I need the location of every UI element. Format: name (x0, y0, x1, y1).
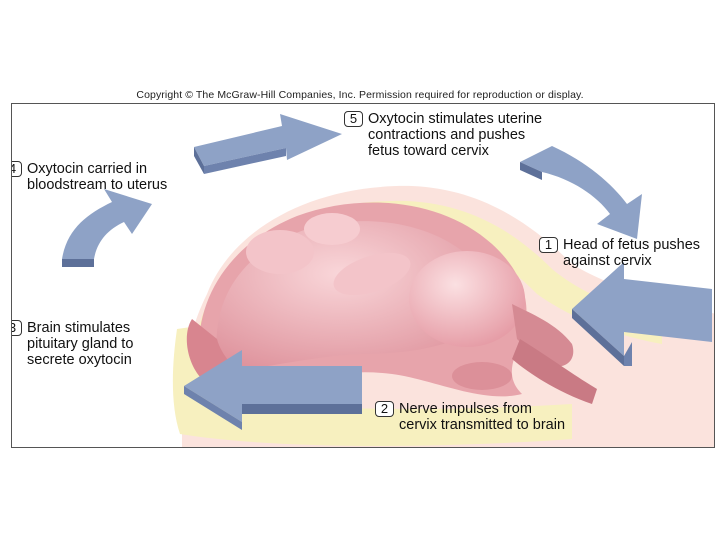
step-3: 3 Brain stimulates pituitary gland to se… (12, 320, 134, 368)
step-text: Head of fetus pushes against cervix (563, 237, 701, 269)
step-number-badge: 5 (344, 111, 363, 127)
step-number-badge: 4 (12, 161, 22, 177)
fetus-leg (304, 213, 360, 245)
arrow-right-top (520, 146, 642, 239)
step-2: 2 Nerve impulses from cervix transmitted… (375, 401, 565, 433)
step-text: Brain stimulates pituitary gland to secr… (27, 320, 134, 368)
step-1: 1 Head of fetus pushes against cervix (539, 237, 700, 269)
step-text: Oxytocin carried in bloodstream to uteru… (27, 161, 168, 193)
fetus-head (409, 251, 525, 347)
step-text: Oxytocin stimulates uterine contractions… (368, 111, 543, 159)
arrow-left (62, 189, 152, 267)
step-number-badge: 2 (375, 401, 394, 417)
step-number-badge: 3 (12, 320, 22, 336)
cervix (512, 304, 574, 367)
birth-canal (512, 339, 597, 404)
fat-layer (187, 200, 662, 404)
copyright-notice: Copyright © The McGraw-Hill Companies, I… (136, 89, 584, 101)
labor-feedback-diagram: 1 Head of fetus pushes against cervix 2 … (11, 103, 715, 448)
arrow-right (572, 262, 712, 366)
step-text: Nerve impulses from cervix transmitted t… (399, 401, 566, 433)
diagram-illustration (62, 114, 714, 447)
fetus-arm (333, 252, 411, 296)
step-number-badge: 1 (539, 237, 558, 253)
step-5: 5 Oxytocin stimulates uterine contractio… (344, 111, 542, 159)
arrow-top (194, 114, 342, 174)
bladder-bowel (452, 362, 512, 390)
arrow-bottom (184, 350, 362, 430)
step-4: 4 Oxytocin carried in bloodstream to ute… (12, 161, 168, 193)
fetus-knee (246, 230, 314, 274)
spine-region (172, 324, 572, 446)
